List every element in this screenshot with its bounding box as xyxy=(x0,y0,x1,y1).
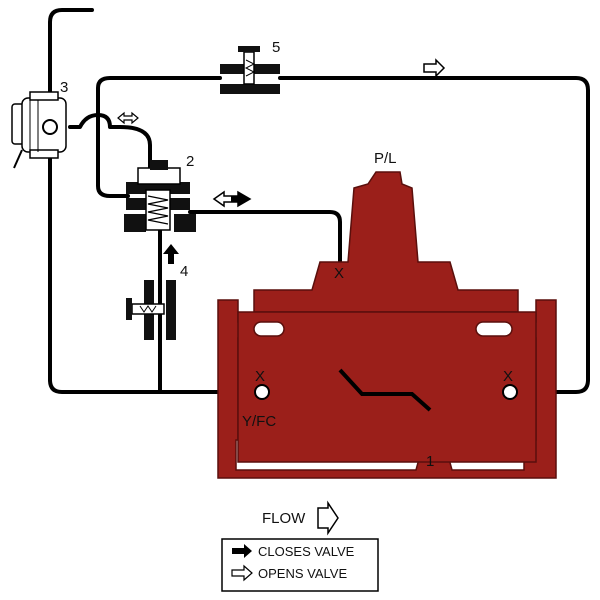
legend-closes-label: CLOSES VALVE xyxy=(258,544,355,559)
outlet-tap xyxy=(502,384,518,400)
main-valve xyxy=(217,171,557,479)
double-arrow-pilot-fill xyxy=(231,192,250,206)
label-main-valve: 1 xyxy=(426,453,434,470)
pilot xyxy=(124,160,196,232)
opens-arrow-top xyxy=(423,58,446,78)
label-x-cover: X xyxy=(334,265,344,282)
valve-cover xyxy=(253,171,519,313)
legend-closes-arrow xyxy=(232,544,252,558)
label-pilot: 2 xyxy=(186,153,194,170)
inlet-tap xyxy=(254,384,270,400)
label-pl: P/L xyxy=(374,150,397,167)
label-x-outlet: X xyxy=(503,368,513,385)
flow-arrow xyxy=(317,500,339,536)
label-flow: FLOW xyxy=(262,510,306,527)
valve-disc-line xyxy=(338,368,432,412)
opening-speed-control xyxy=(220,46,280,94)
closing-speed-control xyxy=(126,280,176,340)
closes-arrow-up xyxy=(163,244,179,264)
label-closing-speed-control: 4 xyxy=(180,263,188,280)
label-x-inlet: X xyxy=(255,368,265,385)
flow-indicators xyxy=(117,58,446,264)
legend-opens-label: OPENS VALVE xyxy=(258,566,347,581)
label-strainer: 3 xyxy=(60,79,68,96)
valve-body-center xyxy=(237,311,537,463)
strainer xyxy=(11,91,67,169)
label-y-fc: Y/FC xyxy=(242,413,276,430)
double-arrow-small xyxy=(117,111,139,125)
legend: CLOSES VALVE OPENS VALVE xyxy=(221,538,379,592)
flange-slot-right xyxy=(475,321,513,337)
flange-slot-left xyxy=(253,321,285,337)
legend-opens-arrow xyxy=(231,564,253,582)
label-opening-speed-control: 5 xyxy=(272,39,280,56)
tubing xyxy=(48,8,590,394)
